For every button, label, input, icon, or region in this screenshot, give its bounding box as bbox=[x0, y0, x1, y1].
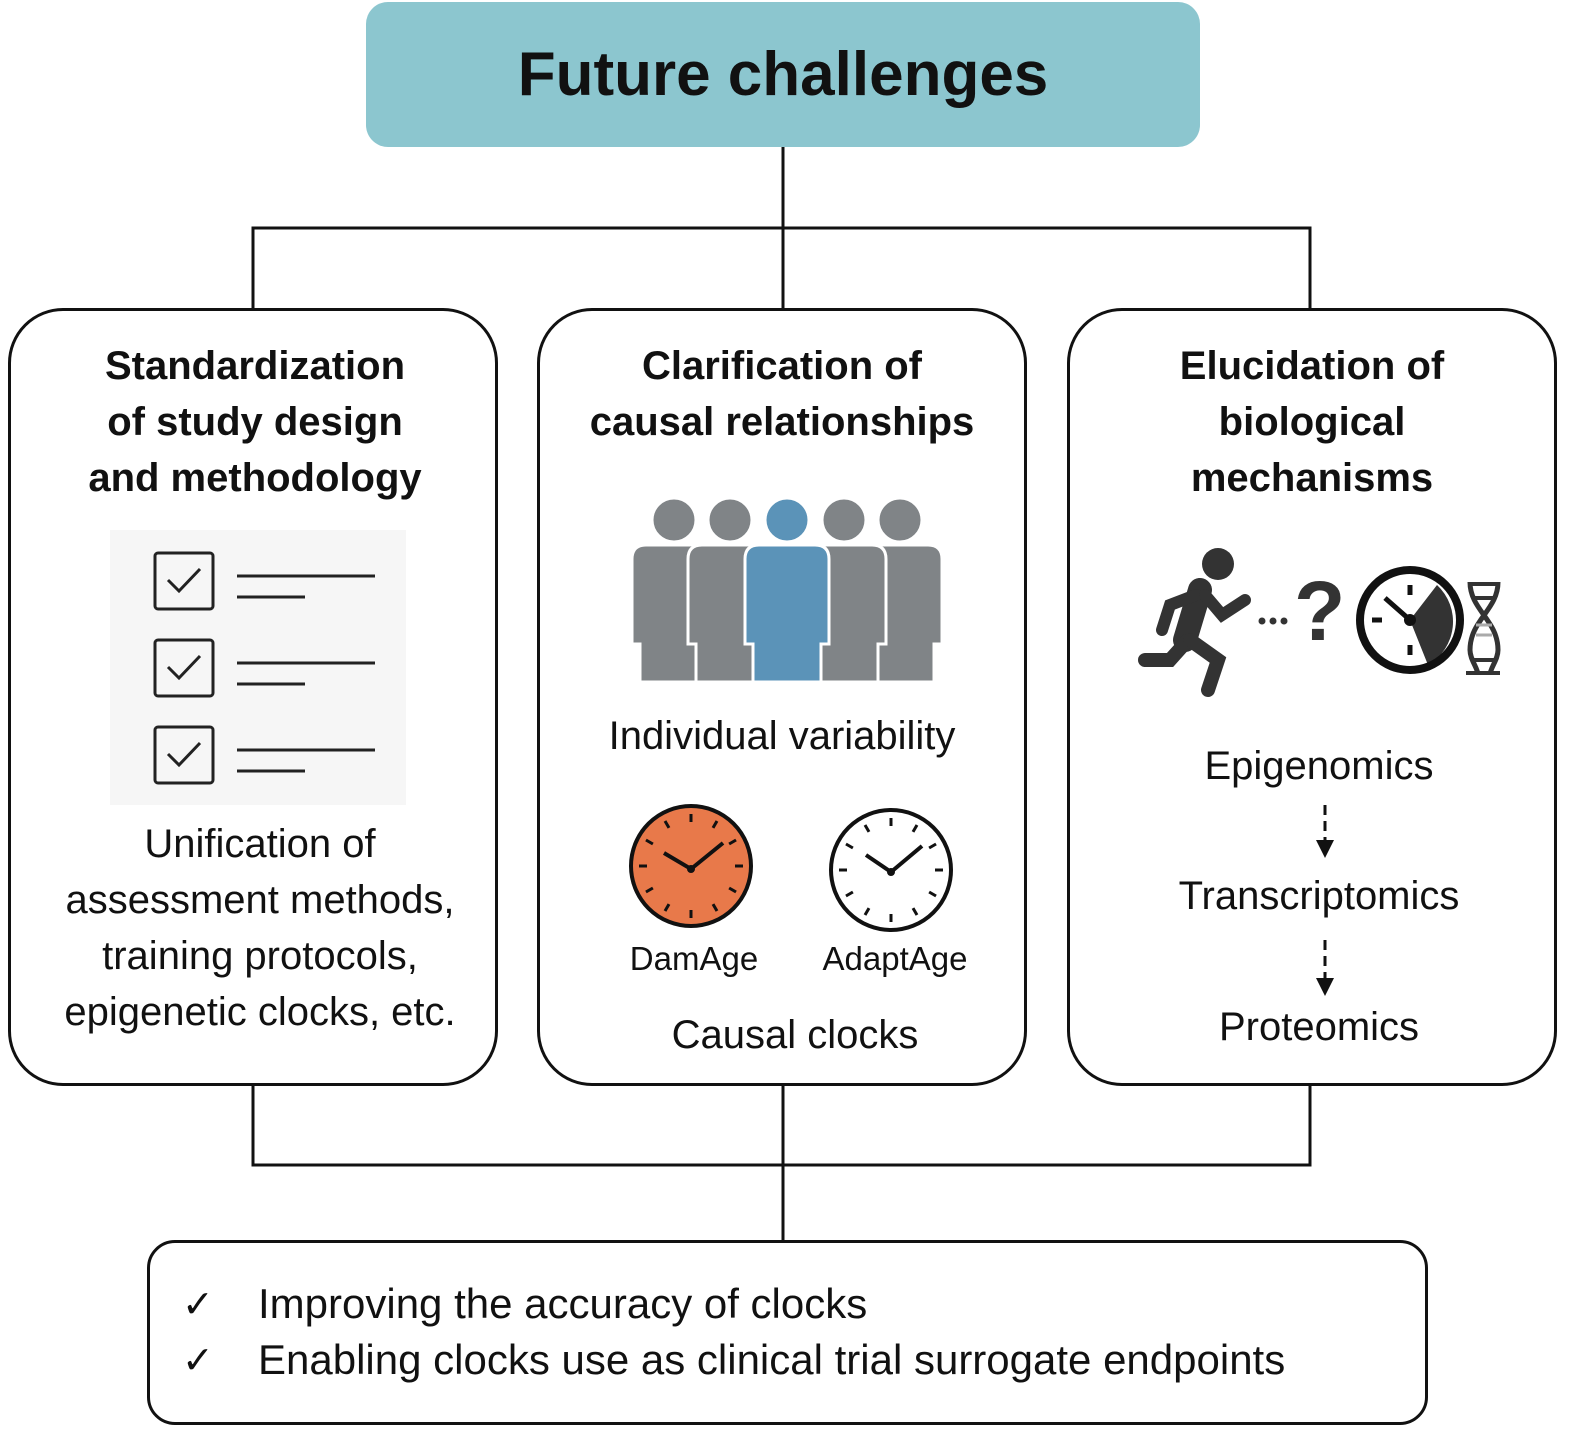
outcome-item: ✓ Improving the accuracy of clocks bbox=[150, 1276, 1425, 1332]
panel-mechanisms bbox=[1067, 308, 1557, 1086]
caption-line: assessment methods, bbox=[65, 878, 455, 922]
title: Future challenges bbox=[517, 40, 1049, 109]
title-box: Future challenges bbox=[366, 2, 1200, 147]
outcome-item: ✓ Enabling clocks use as clinical trial s… bbox=[150, 1332, 1425, 1388]
heading-line: Standardization bbox=[104, 344, 406, 388]
check-icon: ✓ bbox=[182, 1339, 214, 1382]
heading-line: mechanisms bbox=[1190, 456, 1434, 500]
check-icon: ✓ bbox=[182, 1283, 214, 1326]
damage-label: DamAge bbox=[629, 940, 759, 977]
causal-clocks-label: Causal clocks bbox=[671, 1013, 919, 1057]
outcomes-box: ✓ Improving the accuracy of clocks ✓ Enabl… bbox=[147, 1240, 1428, 1425]
caption-line: epigenetic clocks, etc. bbox=[64, 990, 456, 1034]
heading-line: biological bbox=[1218, 400, 1406, 444]
heading-line: and methodology bbox=[88, 456, 422, 500]
panel-1-heading: Standardization of study design and meth… bbox=[10, 338, 500, 506]
panel-causal bbox=[537, 308, 1027, 1086]
panel-3-heading: Elucidation of biological mechanisms bbox=[1067, 338, 1557, 506]
heading-line: causal relationships bbox=[589, 400, 975, 444]
panel-1-caption: Unification of assessment methods, train… bbox=[10, 816, 510, 1040]
omics-proteomics: Proteomics bbox=[1218, 1005, 1420, 1049]
outcome-text: Improving the accuracy of clocks bbox=[258, 1280, 868, 1327]
caption-line: Unification of bbox=[144, 822, 376, 866]
panel-2-heading: Clarification of causal relationships bbox=[537, 338, 1027, 450]
heading-line: of study design bbox=[107, 400, 403, 444]
omics-transcriptomics: Transcriptomics bbox=[1178, 874, 1460, 918]
individual-variability-label: Individual variability bbox=[608, 714, 956, 758]
caption-line: training protocols, bbox=[102, 934, 418, 978]
outcome-text: Enabling clocks use as clinical trial su… bbox=[258, 1336, 1286, 1383]
heading-line: Clarification of bbox=[641, 344, 923, 388]
heading-line: Elucidation of bbox=[1179, 344, 1445, 388]
omics-epigenomics: Epigenomics bbox=[1204, 744, 1434, 788]
adaptage-label: AdaptAge bbox=[822, 940, 968, 977]
